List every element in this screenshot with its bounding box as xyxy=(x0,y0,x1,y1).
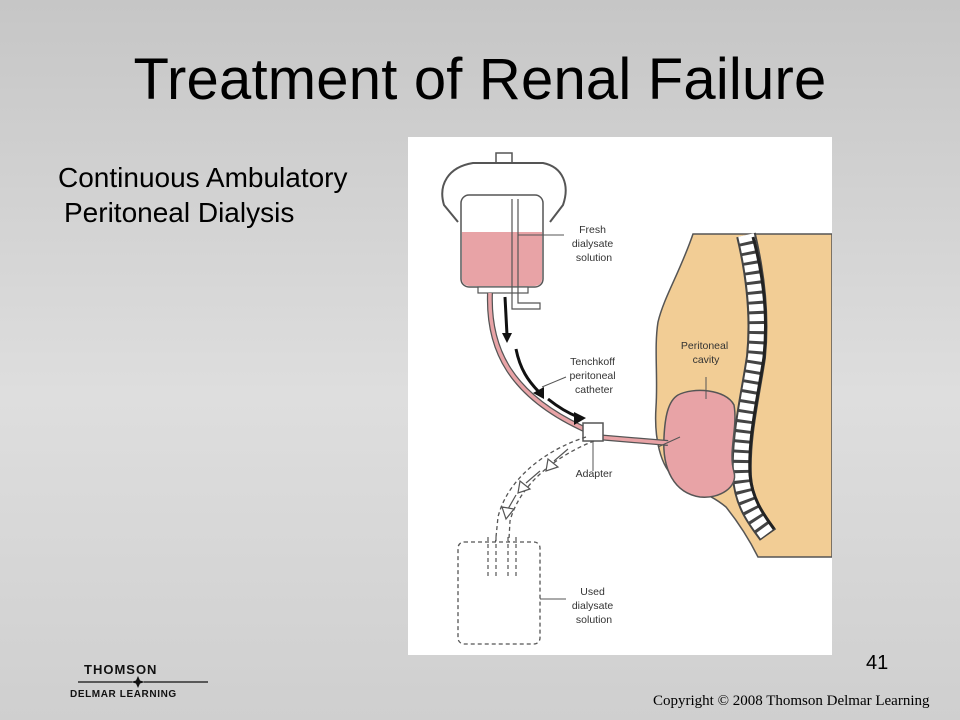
arrowhead-out-1 xyxy=(545,457,560,472)
dialysis-diagram-svg: Fresh dialysate solution Tenchkoff perit… xyxy=(441,152,832,645)
label-used: Used dialysate solution xyxy=(572,586,616,626)
slide-title: Treatment of Renal Failure xyxy=(133,47,827,112)
bag-hook xyxy=(495,152,513,163)
arrowhead-out-2 xyxy=(517,479,532,494)
adapter xyxy=(582,422,604,442)
logo-delmar: DELMAR LEARNING xyxy=(70,689,177,700)
flow-arrows-in xyxy=(503,296,579,419)
logo-star-icon xyxy=(78,676,208,688)
bullet-text: Continuous Ambulatory Peritoneal Dialysi… xyxy=(58,160,348,230)
fresh-dialysate-fluid xyxy=(462,232,542,286)
logo-thomson: THOMSON xyxy=(84,662,158,677)
flow-arrows-out xyxy=(507,448,569,510)
page-number: 41 xyxy=(866,652,889,674)
copyright-text: Copyright © 2008 Thomson Delmar Learning xyxy=(653,693,930,709)
bag-vent-tube xyxy=(511,199,541,310)
drain-tube-dashed xyxy=(493,436,595,558)
spinal-cord xyxy=(748,236,776,530)
label-fresh: Fresh dialysate solution xyxy=(572,224,616,264)
label-catheter: Tenchkoff peritoneal catheter xyxy=(569,356,618,396)
label-adapter: Adapter xyxy=(576,468,613,480)
arrowhead-2 xyxy=(533,387,544,399)
bag-handle xyxy=(441,162,567,223)
peritoneal-cavity xyxy=(663,389,736,498)
bullet-line-2: Peritoneal Dialysis xyxy=(64,197,295,228)
publisher-logo: THOMSON DELMAR LEARNING xyxy=(68,662,228,704)
label-cavity: Peritoneal cavity xyxy=(681,340,731,366)
arrowhead-3 xyxy=(574,412,586,425)
leader-catheter xyxy=(541,376,567,388)
bag-outlet xyxy=(477,286,529,294)
used-bag xyxy=(457,541,541,645)
bullet-line-1: Continuous Ambulatory xyxy=(58,162,348,193)
arrowhead-out-3 xyxy=(501,506,516,521)
arrowhead-1 xyxy=(502,333,512,343)
leader-catheter-cavity xyxy=(657,436,681,448)
spine-vertebrae xyxy=(733,233,775,540)
dialysis-diagram: Fresh dialysate solution Tenchkoff perit… xyxy=(408,137,832,655)
